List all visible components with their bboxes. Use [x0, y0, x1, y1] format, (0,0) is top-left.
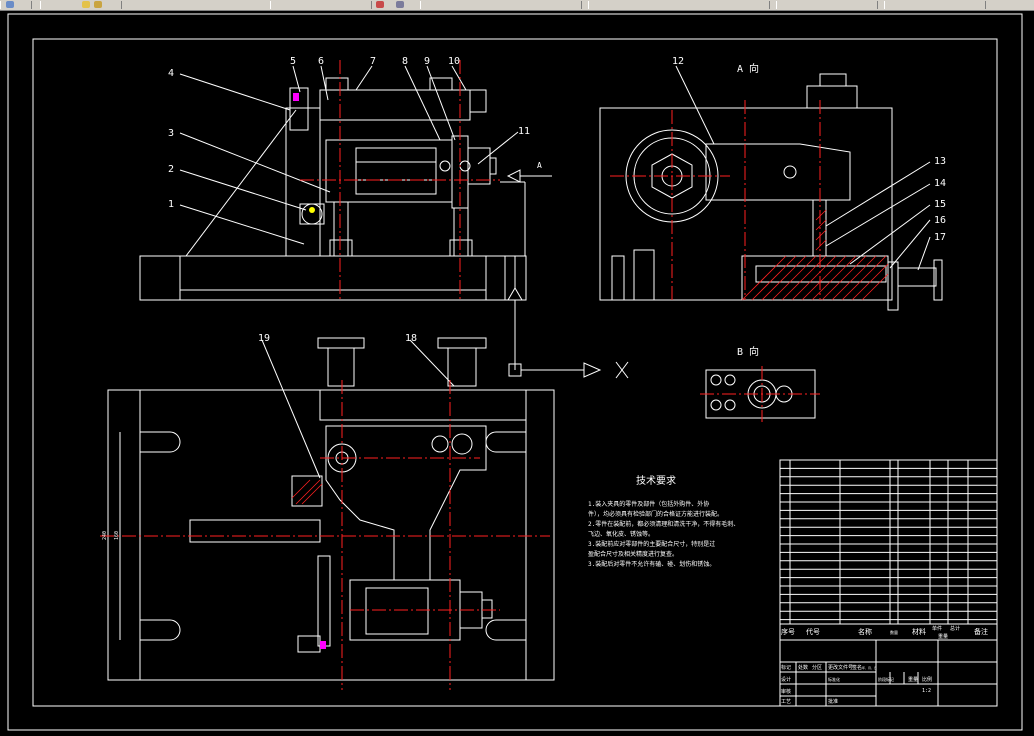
plan-hatch [291, 479, 323, 505]
zoom-icon[interactable] [82, 1, 90, 8]
tech-req-line: 件），均必须具有检验部门的合格证方能进行装配。 [588, 510, 723, 518]
balloon-front-10: 11 [518, 126, 530, 137]
balloon-side-2: 14 [934, 178, 946, 189]
magenta-marker [293, 93, 299, 101]
balloon-front-2: 2 [168, 164, 174, 175]
balloon-front-0: 4 [168, 68, 174, 79]
toolbar-segment[interactable] [420, 1, 582, 9]
file-icon[interactable] [6, 1, 14, 8]
title-block-text: 标记 处数 分区 更改文件号 签名 年、月、日 设计 标准化 阶段标记 重量 比… [781, 664, 932, 705]
tech-req-title: 技术要求 [636, 474, 676, 487]
tech-req-line: 3.装配后对零件不允许有磕、碰、划伤和锈蚀。 [588, 560, 715, 568]
tb-change: 更改文件号 [828, 664, 853, 671]
balloon-plan-1: 18 [405, 333, 417, 344]
bom-table [779, 459, 998, 625]
tb-count: 处数 [798, 664, 808, 671]
tb-standard: 标准化 [828, 676, 840, 682]
view-arrows [506, 169, 629, 379]
balloon-side-0: 12 [672, 56, 684, 67]
view-b-title: B 向 [737, 345, 759, 358]
balloon-front-6: 7 [370, 56, 376, 67]
bom-header-name: 名称 [858, 627, 872, 636]
arrow-a-label: A [537, 161, 542, 170]
balloon-front-5: 6 [318, 56, 324, 67]
leader-lines [179, 65, 931, 479]
layer-icon[interactable] [94, 1, 102, 8]
tb-stage: 阶段标记 [878, 676, 894, 682]
balloon-side-5: 17 [934, 232, 946, 243]
balloon-plan-0: 19 [258, 333, 270, 344]
toolbar-segment[interactable] [776, 1, 878, 9]
bom-header-remark: 备注 [974, 627, 988, 636]
toolbar-segment[interactable] [884, 1, 986, 9]
plan-view [107, 337, 555, 681]
balloon-front-7: 8 [402, 56, 408, 67]
tb-review: 审核 [781, 688, 791, 695]
tb-craft: 工艺 [781, 699, 791, 705]
tb-weight: 重量 [908, 676, 918, 683]
bom-header-total: 总计 [950, 625, 960, 632]
tech-req-line: 飞边、氧化皮、锈蚀等。 [588, 530, 654, 538]
toolbar-segment[interactable] [588, 1, 770, 9]
balloon-side-4: 16 [934, 215, 946, 226]
inner-frame [32, 38, 998, 707]
center-lines [100, 60, 821, 690]
tb-zone: 分区 [812, 664, 822, 671]
bom-header-weight: 重量 [938, 633, 948, 640]
bom-row-lines [780, 467, 997, 621]
tech-req-lines: 1.装入夹具的零件及部件（包括外购件、外协件），均必须具有检验部门的合格证方能进… [588, 500, 739, 568]
toolbar-segment[interactable] [0, 1, 32, 9]
title-block [779, 623, 998, 707]
tb-signature: 签名 [852, 664, 862, 671]
toolbar-segment[interactable] [270, 1, 372, 9]
balloon-front-9: 10 [448, 56, 460, 67]
paint-icon[interactable] [376, 1, 384, 8]
dim-overall: 240 [102, 531, 108, 540]
toolbar-segment[interactable] [40, 1, 122, 9]
side-view-a [599, 73, 943, 311]
outer-frame [7, 13, 1023, 731]
tb-scale: 比例 [922, 676, 932, 683]
tech-req-line: 盈配合尺寸及相关精度进行复查。 [588, 550, 678, 558]
tech-req-line: 3.装配前应对零部件的主要配合尺寸，特别是过 [588, 540, 715, 548]
yellow-marker [309, 207, 315, 213]
layer-icon[interactable] [396, 1, 404, 8]
bom-header-qty: 数量 [890, 629, 898, 635]
front-view [139, 77, 527, 301]
tech-req-line: 1.装入夹具的零件及部件（包括外购件、外协 [588, 500, 709, 508]
balloon-front-8: 9 [424, 56, 430, 67]
balloon-front-1: 3 [168, 128, 174, 139]
tb-design: 设计 [781, 676, 791, 683]
side-hatch [741, 209, 889, 301]
bom-header-code: 代号 [806, 627, 820, 636]
tech-req-line: 2.零件在装配前，都必须清理和清洗干净，不得有毛刺、 [588, 520, 739, 528]
magenta-marker [320, 641, 326, 649]
arrow-x-label: X [633, 365, 641, 379]
view-a-title: A 向 [737, 62, 759, 75]
cad-toolbar [0, 0, 1034, 11]
bom-header-seq: 序号 [781, 627, 795, 636]
tb-mark: 标记 [781, 664, 791, 671]
balloon-front-4: 5 [290, 56, 296, 67]
balloon-side-3: 15 [934, 199, 946, 210]
tb-approve: 批准 [828, 698, 838, 705]
bom-header: 序号 代号 名称 数量 材料 单件 总计 重量 备注 [781, 625, 988, 640]
bom-header-unit: 单件 [932, 625, 942, 632]
dim-inner: 160 [114, 531, 120, 540]
tb-scale-value: 1:2 [922, 688, 931, 694]
balloon-side-1: 13 [934, 156, 946, 167]
tb-date: 年、月、日 [862, 665, 877, 670]
balloon-front-3: 1 [168, 199, 174, 210]
bom-header-material: 材料 [912, 627, 926, 636]
